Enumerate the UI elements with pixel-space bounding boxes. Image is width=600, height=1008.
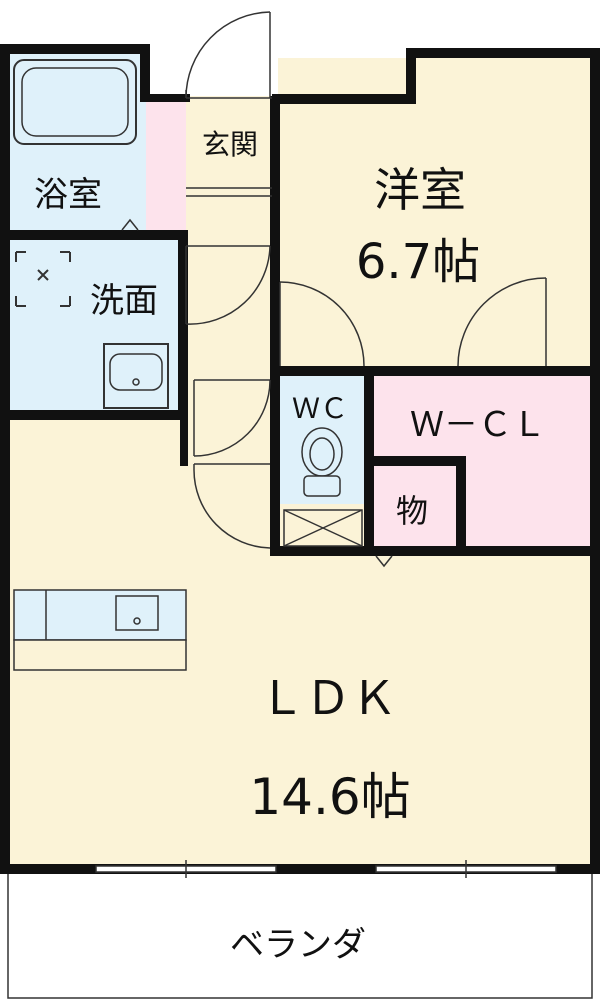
pipe-space [283,509,363,547]
wcl-label: Ｗ－ＣＬ [410,405,546,445]
hall-floor [186,96,278,420]
bathtub-inner [21,67,129,137]
walls [0,44,600,874]
sliding-windows [95,860,557,878]
kitchen-counter [13,589,187,671]
ldk-label: ＬＤＫ [259,671,397,725]
storage-floor [372,462,458,548]
washroom-label: 洗面 [90,281,158,321]
bath-label: 浴室 [34,175,102,215]
western-room-label: 洋室 [374,163,466,217]
washbasin-bowl [109,353,163,391]
washing-machine-space [15,251,71,307]
ldk-size: 14.6帖 [249,768,410,826]
doors [185,11,547,568]
entrance-label: 玄関 [202,128,258,161]
western-room-size: 6.7帖 [356,234,480,290]
entrance-floor [146,96,186,236]
toilet [301,427,343,497]
washbasin-drain [132,378,140,386]
veranda-label: ベランダ [230,925,366,965]
storage-label: 物 [396,492,428,530]
western-room-floor [278,58,592,374]
bath-door-swing [121,218,139,231]
veranda-area [7,871,593,999]
bathtub [13,59,137,145]
wc-label: ＷＣ [292,392,348,425]
